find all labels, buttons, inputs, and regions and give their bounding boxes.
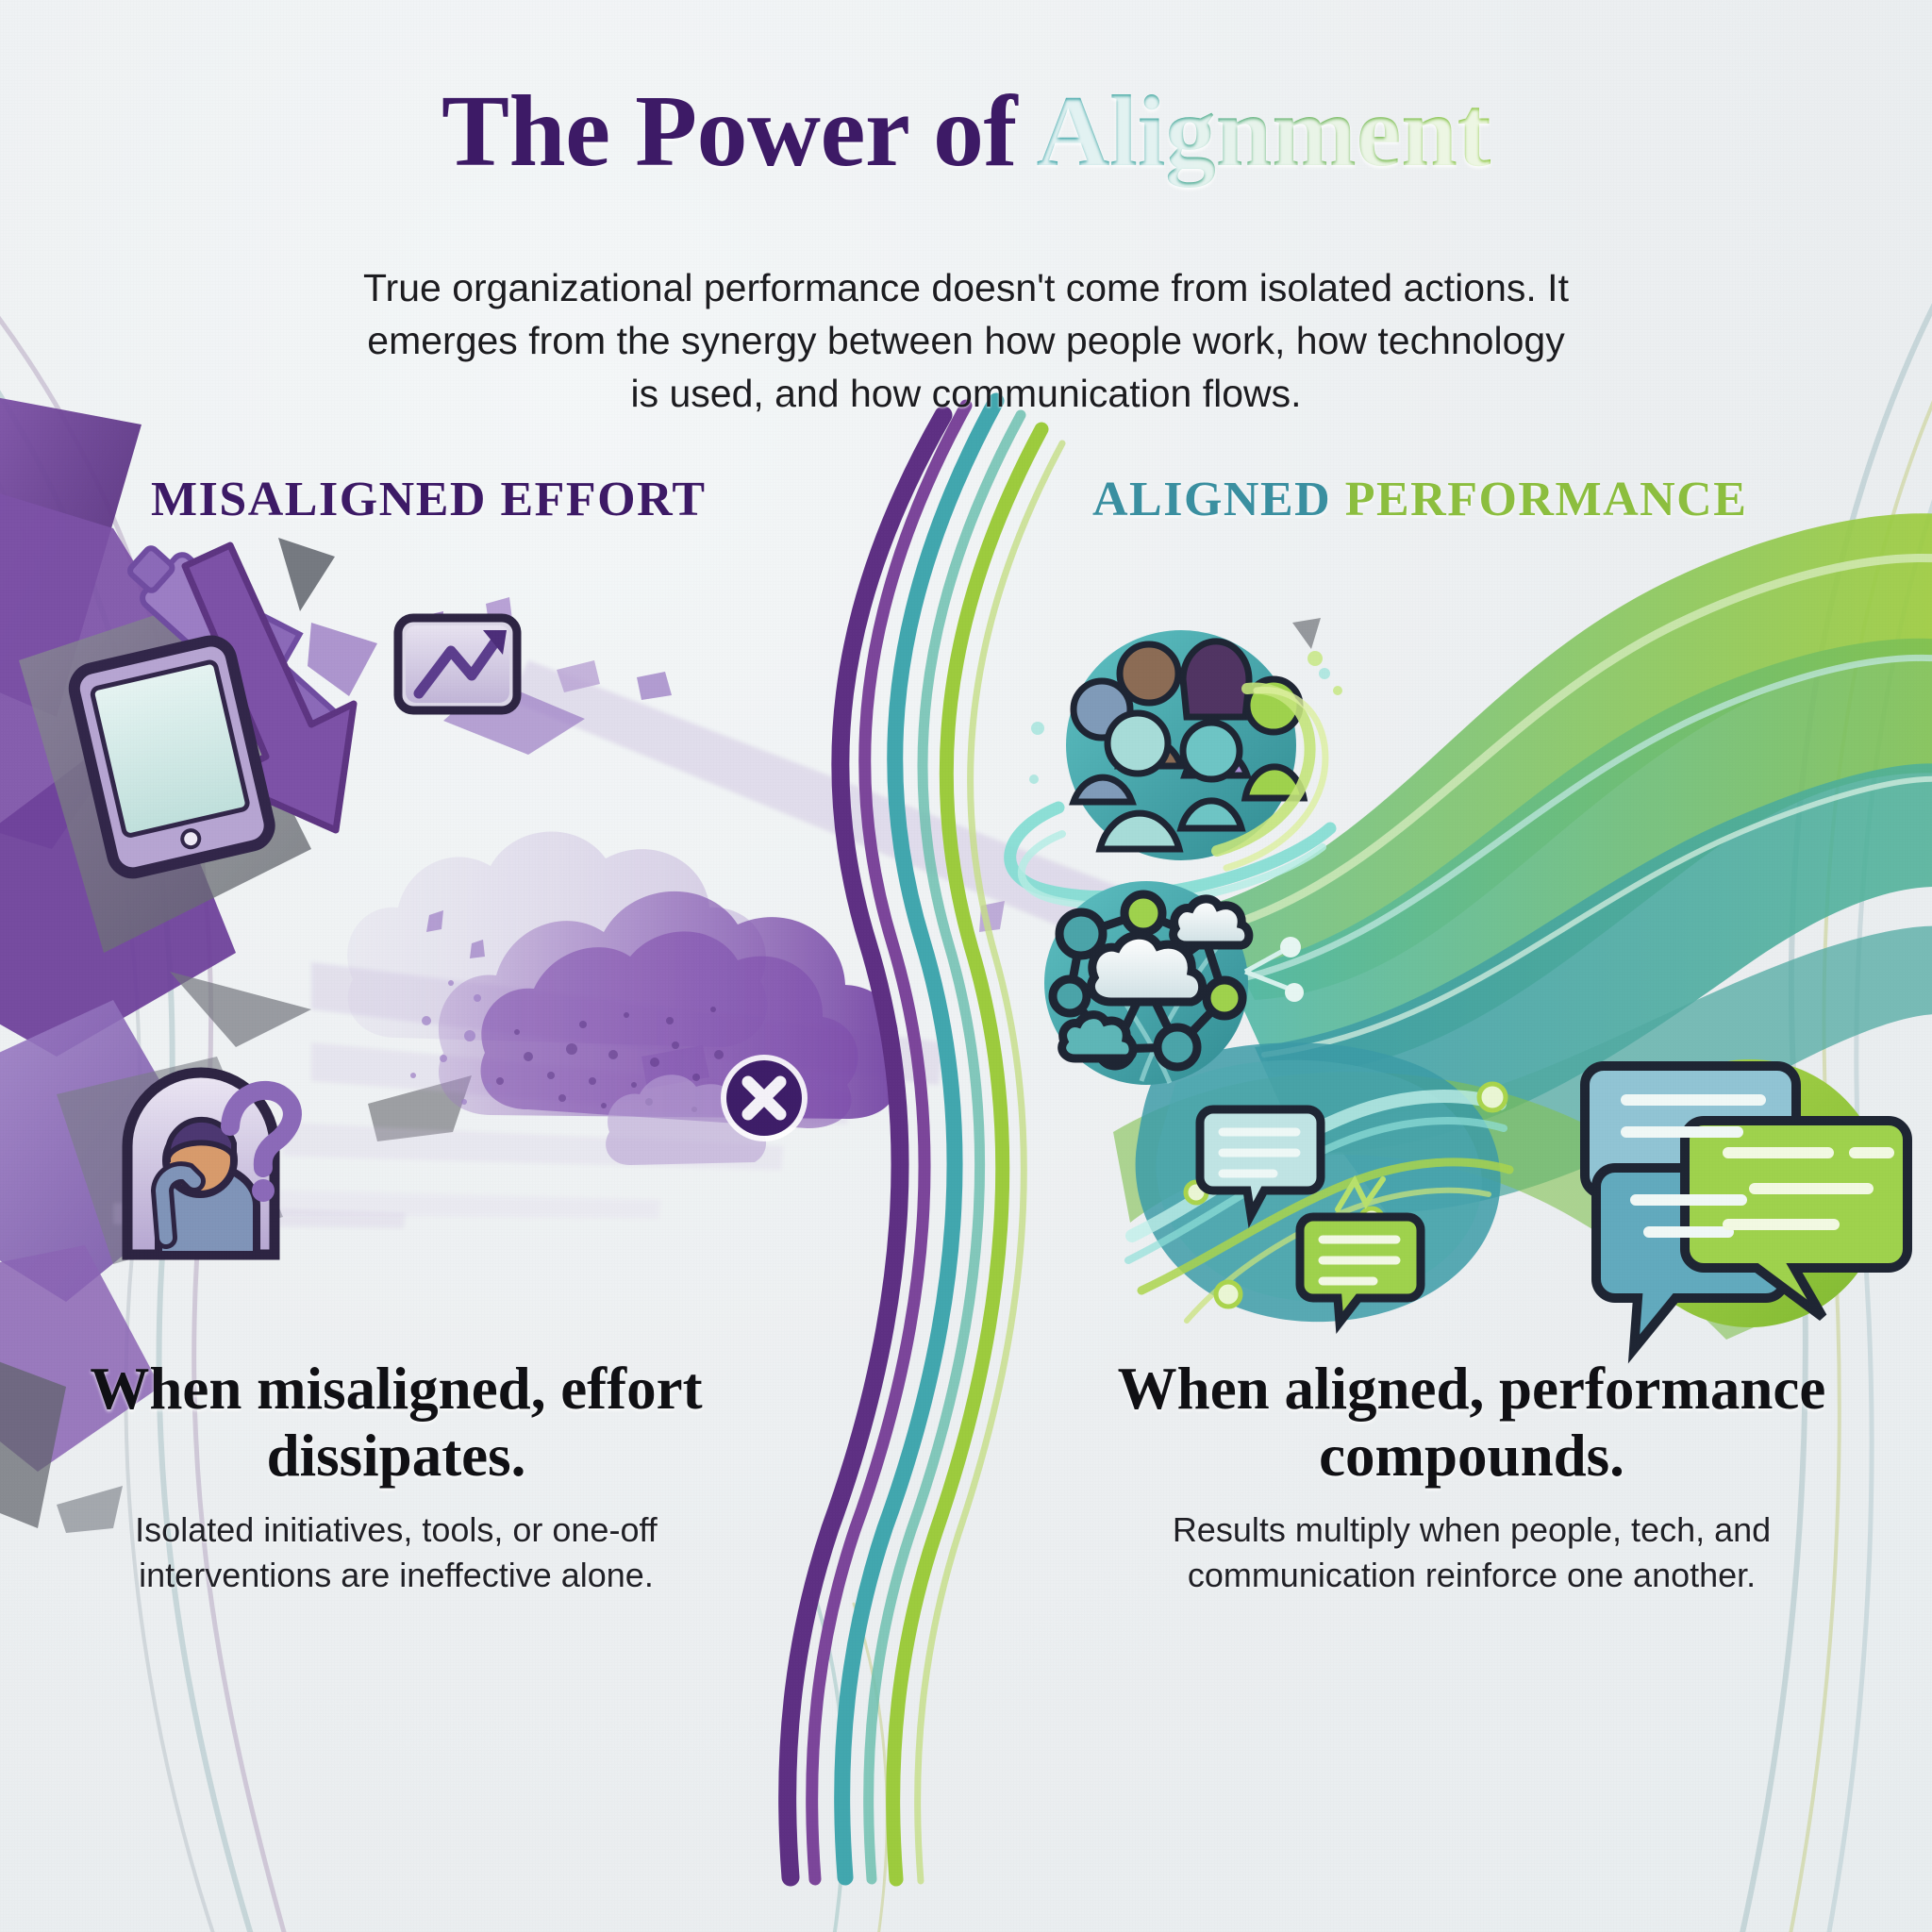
tablet-icon — [68, 635, 275, 879]
title-part-one: The Power of — [441, 75, 1037, 188]
chat-bubbles-icon — [1580, 1059, 1912, 1364]
right-panel-subcaption: Results multiply when people, tech, and … — [1172, 1510, 1772, 1595]
error-x-badge-icon — [721, 1055, 808, 1141]
network-cloud-icon — [1044, 881, 1304, 1085]
confused-person-icon — [122, 1067, 302, 1260]
small-chat-bubbles-icon — [1195, 1105, 1425, 1335]
trend-chart-icon — [393, 613, 585, 755]
page-title: The Power of Alignment — [0, 74, 1932, 191]
right-heading-part-two: PERFORMANCE — [1344, 473, 1748, 526]
left-panel-heading: MISALIGNED EFFORT — [151, 473, 707, 526]
page-subtitle: True organizational performance doesn't … — [363, 266, 1569, 415]
right-heading-part-one: ALIGNED — [1092, 473, 1345, 526]
left-panel-caption: When misaligned, effort dissipates. — [90, 1356, 703, 1489]
right-panel-heading: ALIGNED PERFORMANCE — [1092, 472, 1747, 527]
right-panel-caption: When aligned, performance compounds. — [1117, 1356, 1826, 1489]
s-curve-divider — [778, 392, 1066, 1887]
left-panel-subcaption: Isolated initiatives, tools, or one-off … — [135, 1510, 658, 1595]
title-part-two: Alignment — [1036, 75, 1491, 188]
people-group-icon — [1004, 630, 1342, 910]
